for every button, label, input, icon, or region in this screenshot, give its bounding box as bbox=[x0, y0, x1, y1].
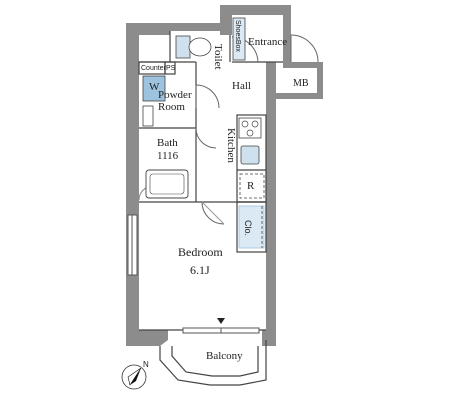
fridge-space bbox=[239, 173, 265, 199]
bathtub bbox=[145, 169, 189, 199]
fixtures bbox=[142, 17, 265, 324]
door-swings bbox=[138, 34, 319, 225]
mb-top-wall bbox=[283, 62, 323, 68]
north-wall-left bbox=[126, 23, 170, 35]
west-wall bbox=[126, 23, 139, 346]
north-arrow bbox=[121, 364, 147, 390]
sw-wall bbox=[126, 300, 168, 346]
toilet-label: Toilet bbox=[212, 44, 224, 70]
kitchen-label: Kitchen bbox=[225, 128, 237, 163]
se-wall bbox=[262, 330, 276, 346]
entry-arrow bbox=[217, 318, 225, 324]
closet-shelf bbox=[238, 205, 265, 249]
bedroom-size-label: 6.1J bbox=[190, 263, 210, 277]
stove bbox=[238, 117, 262, 139]
balcony-label: Balcony bbox=[206, 350, 243, 362]
windows bbox=[127, 214, 260, 334]
ps-label: PS bbox=[166, 65, 176, 72]
refrigerator-label: R bbox=[247, 180, 255, 192]
entrance-label: Entrance bbox=[248, 36, 288, 48]
mb-right-wall bbox=[317, 62, 323, 99]
closet-label: Clo. bbox=[243, 220, 253, 237]
east-wall bbox=[266, 62, 276, 330]
entry-right-wall bbox=[283, 5, 291, 65]
bedroom-label: Bedroom bbox=[178, 245, 223, 259]
hall-label: Hall bbox=[232, 80, 251, 92]
shoes-box-label: ShoesBox bbox=[234, 20, 241, 52]
toilet-bowl bbox=[188, 37, 212, 57]
bath-size-label: 1116 bbox=[157, 150, 179, 162]
kitchen-sink bbox=[240, 145, 260, 165]
washer bbox=[142, 75, 166, 102]
north-wall-mid bbox=[170, 23, 230, 31]
vanity bbox=[142, 105, 154, 127]
mb-bottom-wall bbox=[276, 93, 323, 99]
entry-top-wall bbox=[220, 5, 290, 15]
mb-label: MB bbox=[293, 78, 309, 89]
bath-label: Bath bbox=[157, 137, 178, 149]
powder-room-label: Powder Room bbox=[158, 89, 192, 113]
shoes-box bbox=[232, 17, 246, 61]
counter-label: Counter bbox=[141, 65, 166, 72]
toilet-tank bbox=[175, 35, 191, 59]
washer-w-label: W bbox=[149, 81, 160, 93]
north-label: N bbox=[143, 360, 149, 369]
